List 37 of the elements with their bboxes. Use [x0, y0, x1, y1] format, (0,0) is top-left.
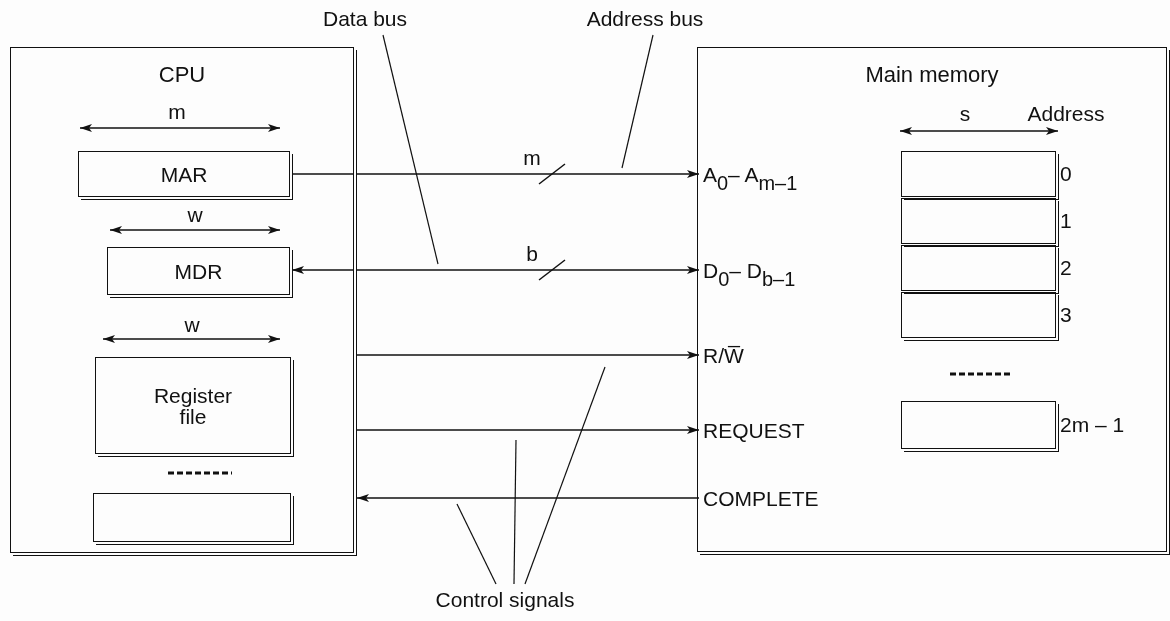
signal-arrow	[356, 494, 700, 502]
address-number: 0	[1060, 162, 1072, 186]
register-box	[107, 247, 290, 295]
callout-label: Data bus	[322, 7, 408, 31]
dimension-label: s	[959, 102, 971, 126]
signal-name: R/W̅	[703, 344, 744, 368]
leader-line	[524, 366, 606, 585]
signal-name: REQUEST	[703, 419, 805, 443]
signal-arrow	[291, 170, 700, 178]
register-label: MDR	[173, 260, 224, 282]
leader-line	[513, 439, 517, 585]
signal-arrow	[291, 266, 700, 274]
register-box	[95, 357, 291, 454]
leader-line	[621, 34, 654, 169]
address-number: 3	[1060, 303, 1072, 327]
address-number: 2	[1060, 256, 1072, 280]
signal-name: COMPLETE	[703, 487, 819, 511]
signal-arrow	[356, 351, 700, 359]
signal-arrow	[356, 426, 700, 434]
dimension-label: w	[184, 313, 200, 337]
dimension-label: w	[187, 203, 203, 227]
register-label: Register file	[152, 384, 234, 427]
leader-line	[382, 34, 439, 265]
dimension-label: Address	[1027, 102, 1105, 126]
address-number: 1	[1060, 209, 1072, 233]
unit-box	[10, 47, 354, 553]
unit-box	[697, 47, 1167, 552]
address-number: 2m – 1	[1060, 413, 1125, 437]
unit-title: Main memory	[864, 62, 1000, 88]
unit-title: CPU	[157, 62, 207, 88]
callout-label: Control signals	[435, 588, 575, 612]
dimension-label: m	[168, 100, 186, 124]
callout-label: Address bus	[586, 7, 704, 31]
empty-register-box	[93, 493, 291, 542]
leader-line	[456, 503, 497, 585]
register-box	[78, 151, 290, 197]
register-label: MAR	[159, 163, 209, 185]
